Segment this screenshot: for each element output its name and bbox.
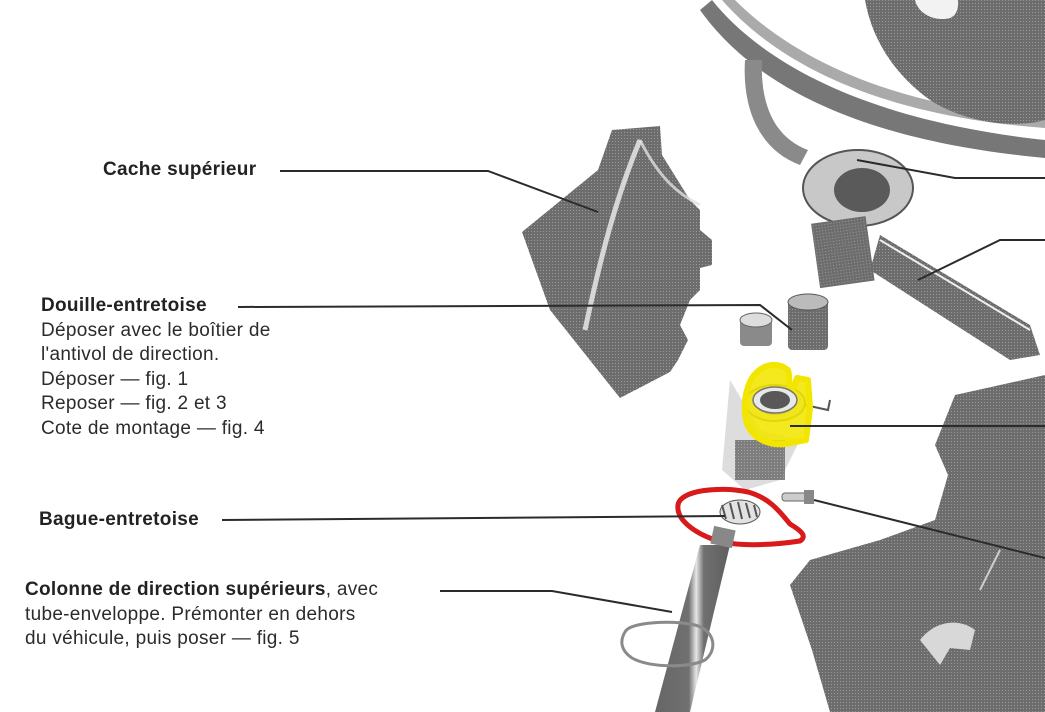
label-bague-entretoise: Bague-entretoise [39, 508, 199, 533]
label-line: tube-enveloppe. Prémonter en dehors [25, 603, 356, 625]
steering-wheel [700, 0, 1045, 165]
leader-lines [221, 159, 1045, 613]
label-line: Déposer — fig. 1 [41, 368, 189, 390]
label-douille-entretoise: Douille-entretoise Déposer avec le boîti… [41, 294, 271, 441]
label-title: Colonne de direction supérieurs [25, 579, 326, 600]
label-line: Déposer avec le boîtier de [41, 319, 271, 341]
lower-trim-panel [790, 375, 1045, 712]
bolt-part [781, 490, 814, 504]
label-title-suffix: , avec [325, 579, 379, 600]
spacer-ring-part [719, 499, 761, 525]
label-title: Douille-entretoise [41, 295, 207, 316]
spacer-sleeve-part [739, 293, 829, 350]
label-title: Cache supérieur [103, 159, 257, 180]
label-line: l'antivol de direction. [41, 344, 220, 365]
label-title: Bague-entretoise [39, 509, 200, 530]
upper-cover-part [522, 126, 712, 398]
label-line: du véhicule, puis poser — fig. 5 [25, 628, 300, 649]
steering-column-tube [655, 525, 736, 712]
combination-switch [802, 149, 1040, 360]
gray-loop-annotation [620, 620, 715, 668]
label-line: Cote de montage — fig. 4 [41, 417, 265, 439]
label-cache-superieur: Cache supérieur [103, 158, 256, 183]
label-colonne-direction: Colonne de direction supérieurs, avec tu… [25, 578, 378, 652]
label-line: Reposer — fig. 2 et 3 [41, 393, 227, 414]
